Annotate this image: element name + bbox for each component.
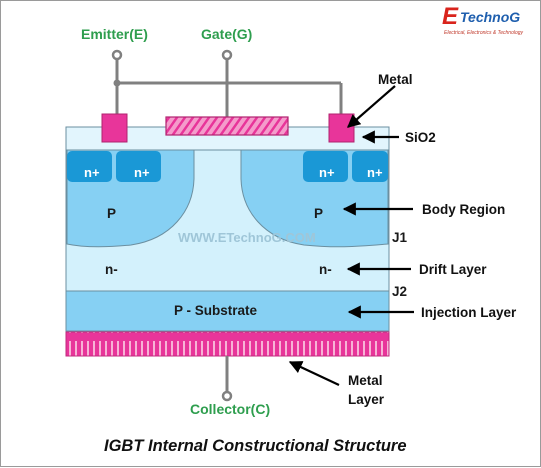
junction-j1-label: J1 [392,230,408,245]
n-plus-label-2: n+ [134,165,150,180]
p-substrate-layer [65,290,390,332]
metal-arrow [347,85,396,128]
n-minus-label-left: n- [105,262,118,277]
collector-label: Collector(C) [190,401,270,417]
n-plus-region-4 [352,151,388,182]
injection-layer-callout: Injection Layer [421,305,517,320]
collector-terminal [221,390,233,402]
p-substrate-label: P - Substrate [174,303,258,318]
n-minus-label-right: n- [319,262,332,277]
n-plus-region-1 [67,151,112,182]
metal-layer-callout-line1: Metal [348,373,383,388]
drift-layer-callout: Drift Layer [419,262,487,277]
junction-j2-label: J2 [392,284,407,299]
logo-rest: TechnoG [460,9,520,25]
logo-e: E [442,3,459,30]
gate-metal [165,116,289,136]
emitter-label: Emitter(E) [81,26,148,42]
n-plus-region-3 [303,151,348,182]
metal-callout: Metal [378,72,413,87]
body-region-callout: Body Region [422,202,505,217]
emitter-metal-contact-right [328,113,355,143]
emitter-terminal [111,49,123,61]
n-plus-label-1: n+ [84,165,100,180]
n-plus-label-4: n+ [367,165,383,180]
n-plus-label-3: n+ [319,165,335,180]
body-region-right [240,149,389,248]
logo-tagline: Electrical, Electronics & Technology [444,30,524,36]
gate-terminal [221,49,233,61]
collector-metal-layer [65,331,390,357]
watermark: WWW.ETechnoG.COM [178,230,316,245]
n-plus-region-2 [116,151,161,182]
etechnog-logo: E TechnoG Electrical, Electronics & Tech… [442,3,524,36]
p-body-label-right: P [314,206,323,221]
metal-layer-arrow [288,361,340,386]
emitter-junction-dot [113,79,121,87]
metal-layer-callout-line2: Layer [348,392,385,407]
gate-label: Gate(G) [201,26,252,42]
terminal-wiring [115,59,343,392]
sio2-callout: SiO2 [405,130,436,145]
figure-caption: IGBT Internal Constructional Structure [104,437,407,455]
p-body-label-left: P [107,206,116,221]
emitter-metal-contact-left [101,113,128,143]
